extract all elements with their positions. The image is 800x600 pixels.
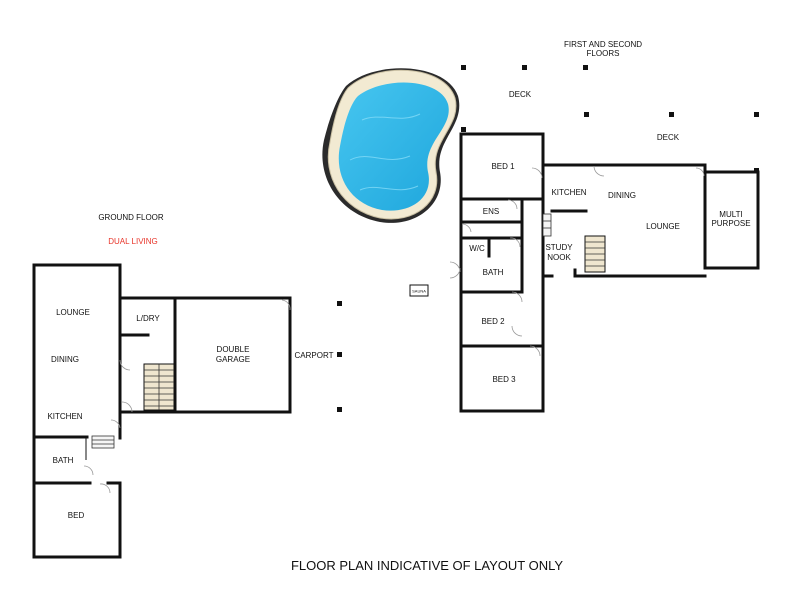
room-label-ensuite: ENS (483, 207, 499, 216)
room-label-bed-1: BED 1 (491, 162, 515, 171)
kitchen-steps (91, 435, 115, 449)
sauna-box (409, 284, 429, 297)
pool-ripple (349, 155, 411, 161)
room-label-laundry: L/DRY (136, 314, 160, 323)
room-label-lounge-ground: LOUNGE (56, 308, 90, 317)
room-label-bed-2: BED 2 (481, 317, 505, 326)
room-label-study-line1: STUDY (545, 243, 573, 252)
room-label-dining-ground: DINING (51, 355, 79, 364)
room-label-dining-upper: DINING (608, 191, 636, 200)
pool-ripple (361, 113, 421, 121)
upper-floor-labels: FIRST AND SECOND FLOORS DECK DECK BED 1 … (469, 40, 750, 384)
room-label-deck-1: DECK (509, 90, 532, 99)
upper-floors-title-line1: FIRST AND SECOND (564, 40, 642, 49)
room-label-lounge-upper: LOUNGE (646, 222, 680, 231)
room-label-garage-line2: GARAGE (216, 355, 250, 364)
ground-floor-walls (32, 263, 292, 559)
room-label-sauna: SAUNA (412, 289, 426, 294)
deck-posts (461, 65, 759, 173)
ground-doors (83, 299, 291, 494)
dual-living-label: DUAL LIVING (108, 237, 158, 246)
ground-floor-labels: GROUND FLOOR DUAL LIVING LOUNGE DINING K… (47, 213, 426, 520)
ground-stairs (143, 363, 175, 411)
room-label-kitchen-upper: KITCHEN (551, 188, 586, 197)
bed-steps (542, 213, 552, 237)
room-label-carport: CARPORT (295, 351, 334, 360)
room-label-multi-line2: PURPOSE (711, 219, 750, 228)
upper-floor-walls (459, 132, 760, 413)
upper-floors-title-line2: FLOORS (587, 49, 620, 58)
room-label-bath-upper: BATH (483, 268, 504, 277)
room-label-bath-ground: BATH (53, 456, 74, 465)
ground-floor-title: GROUND FLOOR (98, 213, 164, 222)
room-label-bed-3: BED 3 (492, 375, 516, 384)
room-label-multi-line1: MULTI (719, 210, 742, 219)
pool-water (338, 82, 449, 211)
room-label-garage-line1: DOUBLE (217, 345, 250, 354)
room-label-bed-ground: BED (68, 511, 85, 520)
room-label-wc: W/C (469, 244, 485, 253)
pool (322, 68, 460, 223)
room-label-kitchen-ground: KITCHEN (47, 412, 82, 421)
pool-ripple (359, 185, 419, 191)
disclaimer-caption: FLOOR PLAN INDICATIVE OF LAYOUT ONLY (291, 558, 563, 573)
upper-stairs (584, 235, 606, 273)
room-label-deck-2: DECK (657, 133, 680, 142)
upper-doors (449, 165, 705, 357)
room-label-study-line2: NOOK (547, 253, 571, 262)
carport-posts (337, 301, 342, 412)
